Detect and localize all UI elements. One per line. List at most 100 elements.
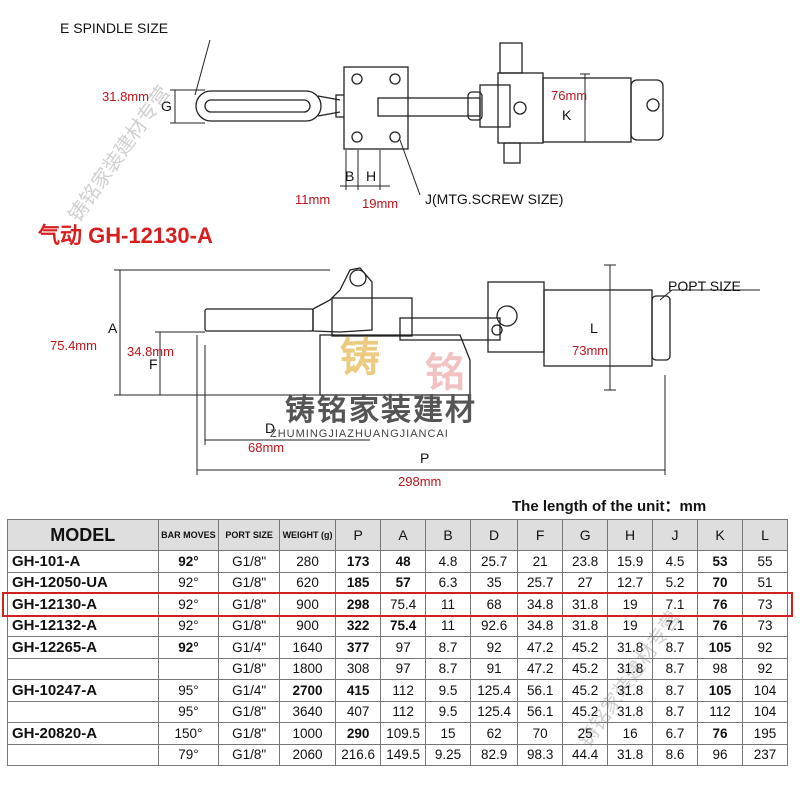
dim-g-value: 31.8mm (102, 89, 149, 104)
table-cell: 25.7 (517, 571, 564, 594)
table-cell: 95° (157, 679, 220, 702)
clamp-technical-drawing (114, 39, 760, 475)
mtg-screw-label: J(MTG.SCREW SIZE) (425, 191, 564, 207)
table-cell: 76 (697, 593, 743, 616)
table-cell: 6.7 (652, 722, 699, 745)
table-cell: 112 (380, 700, 427, 723)
model-cell: GH-10247-A (7, 679, 159, 702)
table-cell: 92° (157, 550, 220, 573)
table-cell: G1/8" (218, 550, 280, 573)
dim-l-letter: L (590, 320, 598, 336)
table-cell (157, 657, 220, 680)
dim-k-value: 76mm (551, 88, 588, 103)
dim-d-letter: D (265, 420, 276, 436)
table-cell: 92° (157, 636, 220, 659)
spec-table: MODEL BAR MOVES PORT SIZE WEIGHT (g) P A… (7, 519, 789, 766)
table-cell: 31.8 (562, 593, 609, 616)
table-cell: 12.7 (607, 571, 654, 594)
table-cell: G1/8" (218, 722, 280, 745)
front-view (204, 267, 671, 396)
table-cell: 45.2 (562, 657, 609, 680)
table-cell: 322 (335, 614, 382, 637)
col-header: WEIGHT (g) (278, 519, 337, 551)
model-cell: GH-12132-A (7, 614, 159, 637)
table-cell: 62 (470, 722, 519, 745)
model-cell (7, 743, 159, 766)
table-cell: 97 (380, 636, 427, 659)
table-cell: 31.8 (607, 679, 654, 702)
col-header: L (741, 519, 789, 551)
table-cell: 1000 (278, 722, 337, 745)
table-cell: 31.8 (607, 657, 654, 680)
table-cell: 3640 (278, 700, 337, 723)
table-cell: 125.4 (470, 679, 519, 702)
table-cell: 82.9 (470, 743, 519, 766)
table-cell: 35 (470, 571, 519, 594)
dim-b-value: 11mm (295, 192, 331, 207)
table-cell: 109.5 (380, 722, 427, 745)
table-cell: 377 (335, 636, 382, 659)
table-cell: 308 (335, 657, 382, 680)
table-cell: 1640 (278, 636, 337, 659)
watermark-company: 铸铭家装建材 (285, 394, 477, 427)
table-cell: 105 (697, 636, 743, 659)
table-cell: 92° (157, 571, 220, 594)
watermark-pinyin: ZHUMINGJIAZHUANGJIANCAI (270, 428, 449, 440)
dim-a-letter: A (108, 320, 118, 336)
table-cell: 7.1 (652, 614, 699, 637)
table-cell: 92° (157, 614, 220, 637)
table-cell: 150° (157, 722, 220, 745)
col-header: K (697, 519, 743, 551)
table-cell: G1/8" (218, 614, 280, 637)
table-cell: 104 (741, 679, 789, 702)
table-cell: G1/8" (218, 700, 280, 723)
model-cell: GH-101-A (7, 550, 159, 573)
watermark-char-1: 铸 (340, 336, 380, 380)
table-cell: 92 (470, 636, 519, 659)
col-header: P (335, 519, 382, 551)
col-header: F (517, 519, 564, 551)
table-cell: 195 (741, 722, 789, 745)
dim-f-value: 34.8mm (127, 344, 174, 359)
watermark-char-2: 铭 (425, 351, 465, 395)
table-cell: 97 (380, 657, 427, 680)
table-cell: 112 (380, 679, 427, 702)
table-cell: 75.4 (380, 614, 427, 637)
table-cell: 45.2 (562, 700, 609, 723)
table-cell: G1/8" (218, 743, 280, 766)
header-row: MODEL BAR MOVES PORT SIZE WEIGHT (g) P A… (7, 519, 789, 551)
table-cell: 407 (335, 700, 382, 723)
table-cell: 48 (380, 550, 427, 573)
table-cell: 8.7 (425, 657, 472, 680)
table-cell: 173 (335, 550, 382, 573)
dim-p-value: 298mm (398, 474, 442, 489)
table-cell: 56.1 (517, 700, 564, 723)
table-cell: 47.2 (517, 657, 564, 680)
table-cell: G1/8" (218, 657, 280, 680)
table-cell: 98.3 (517, 743, 564, 766)
table-cell: 4.8 (425, 550, 472, 573)
table-cell: 51 (741, 571, 789, 594)
top-view (195, 42, 664, 164)
table-cell: 5.2 (652, 571, 699, 594)
col-header: BAR MOVES (157, 519, 220, 551)
dim-p-letter: P (420, 450, 430, 466)
table-cell: 76 (697, 722, 743, 745)
table-cell: 55 (741, 550, 789, 573)
col-header: D (470, 519, 519, 551)
model-title: 气动 GH-12130-A (38, 223, 213, 248)
unit-note: The length of the unit：mm (512, 498, 707, 515)
table-cell: 70 (697, 571, 743, 594)
col-header: MODEL (7, 519, 159, 551)
table-cell: 15.9 (607, 550, 654, 573)
col-header: B (425, 519, 472, 551)
table-cell: 280 (278, 550, 337, 573)
dim-b-letter: B (345, 168, 355, 184)
table-cell: 79° (157, 743, 220, 766)
